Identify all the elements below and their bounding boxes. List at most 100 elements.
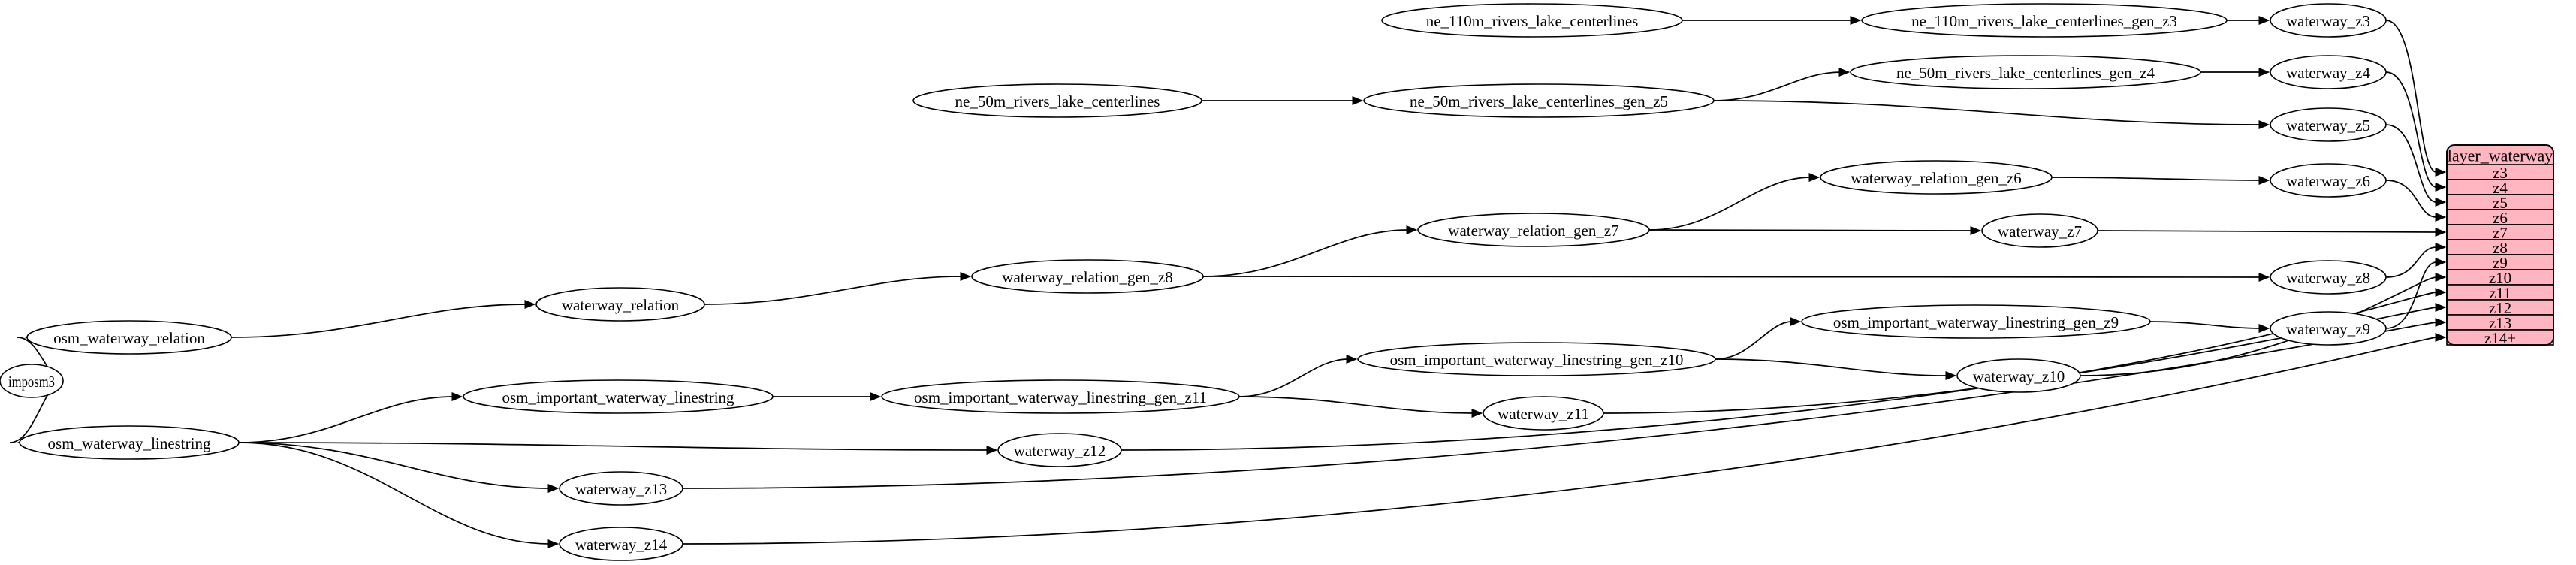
graph-node-waterway-relation-gen-z7[interactable]: waterway_relation_gen_z7 [1417,213,1650,247]
edge-path [238,442,550,489]
node-label: imposm3 [8,373,55,391]
node-label: waterway_z7 [1998,222,2082,240]
node-label: waterway_z8 [2286,269,2370,287]
graph-node-osm-important-waterway-linestring-gen-z11[interactable]: osm_important_waterway_linestring_gen_z1… [881,379,1240,414]
layer-table-cell: z3 [2493,164,2508,182]
graph-node-waterway-z7[interactable]: waterway_z7 [1981,213,2098,248]
edge-path [1238,358,1349,397]
graph-node-waterway-relation[interactable]: waterway_relation [535,287,705,322]
edge-arrowhead [2435,168,2447,177]
graph-node-waterway-z8[interactable]: waterway_z8 [2270,260,2387,295]
edge-path [238,442,550,545]
layer-table-cell: z14+ [2484,329,2516,347]
layer-table-row[interactable]: z4 [2446,179,2554,197]
graph-edge [238,442,560,493]
layer-waterway-table: layer_waterwayz3z4z5z6z7z8z9z10z11z12z13… [2446,144,2554,347]
edge-path [1713,71,1842,101]
graph-edge [1713,68,1851,101]
graph-node-waterway-relation-gen-z6[interactable]: waterway_relation_gen_z6 [1820,160,2053,195]
graph-edge [1713,100,2270,129]
edge-path [1121,307,2437,451]
node-label: waterway_z11 [1498,405,1589,423]
layer-table-cell: z4 [2493,179,2508,197]
graph-edge [2227,16,2270,25]
graph-node-ne-110m-rivers-lake-centerlines[interactable]: ne_110m_rivers_lake_centerlines [1381,3,1683,38]
graph-node-waterway-z4[interactable]: waterway_z4 [2270,55,2387,89]
graph-node-osm-waterway-relation[interactable]: osm_waterway_relation [26,320,232,355]
edge-arrowhead [2435,243,2447,252]
graph-edge [1202,273,2270,282]
graph-node-ne-110m-rivers-lake-centerlines-gen-z3[interactable]: ne_110m_rivers_lake_centerlines_gen_z3 [1861,3,2228,38]
graph-edge [1202,225,1418,277]
layer-table-row[interactable]: z8 [2446,239,2554,257]
graph-edge [1682,16,1862,25]
graph-node-waterway-z3[interactable]: waterway_z3 [2270,3,2387,38]
graph-node-ne-50m-rivers-lake-centerlines-gen-z4[interactable]: ne_50m_rivers_lake_centerlines_gen_z4 [1850,55,2201,89]
graph-node-osm-important-waterway-linestring[interactable]: osm_important_waterway_linestring [463,379,774,414]
graph-node-osm-waterway-linestring[interactable]: osm_waterway_linestring [19,425,240,460]
graph-edge [2385,243,2447,278]
edge-path [2385,246,2437,278]
edge-path [704,276,963,305]
layer-table-row[interactable]: z12 [2446,299,2554,317]
graph-node-waterway-z13[interactable]: waterway_z13 [559,471,683,506]
graph-node-waterway-z6[interactable]: waterway_z6 [2270,163,2387,198]
edge-arrowhead [2435,258,2447,267]
edge-path [1648,229,1973,231]
edge-arrowhead [1945,371,1957,380]
edge-path [1202,276,2261,278]
graph-edge [2385,258,2447,329]
node-label: waterway_relation_gen_z6 [1851,169,2021,187]
graph-edge [1715,358,1957,380]
edge-arrowhead [2435,318,2447,327]
graph-node-waterway-relation-gen-z8[interactable]: waterway_relation_gen_z8 [971,259,1204,294]
edge-arrowhead [2258,120,2270,129]
edge-arrowhead [1838,68,1851,77]
node-label: ne_110m_rivers_lake_centerlines_gen_z3 [1911,12,2177,30]
graph-node-waterway-z12[interactable]: waterway_z12 [997,433,1122,467]
edge-path [2385,71,2437,188]
edge-path [2385,20,2437,173]
graph-edge [1648,173,1820,231]
edge-arrowhead [1850,16,1862,25]
graph-edge [231,300,536,338]
edge-path [1715,358,1948,376]
edge-path [2149,321,2261,329]
layer-table-cell: z6 [2493,209,2508,227]
graph-edge [238,442,998,455]
edge-arrowhead [2435,333,2447,342]
graph-edge [2200,68,2270,77]
graph-node-waterway-z10[interactable]: waterway_z10 [1956,358,2081,393]
graph-node-ne-50m-rivers-lake-centerlines-gen-z5[interactable]: ne_50m_rivers_lake_centerlines_gen_z5 [1363,83,1715,118]
graph-edge [2097,228,2447,237]
graph-edge [2385,180,2447,222]
edge-arrowhead [547,539,560,548]
node-label: ne_110m_rivers_lake_centerlines [1426,12,1639,30]
edge-path [1202,229,1409,277]
edge-path [231,304,527,338]
node-label: osm_important_waterway_linestring [502,388,734,406]
graph-node-waterway-z14[interactable]: waterway_z14 [559,527,683,561]
graph-node-waterway-z9[interactable]: waterway_z9 [2270,311,2387,346]
graph-node-waterway-z5[interactable]: waterway_z5 [2270,107,2387,142]
edge-path [238,442,989,451]
edge-arrowhead [2258,324,2270,333]
edge-arrowhead [2435,228,2447,237]
graph-node-waterway-z11[interactable]: waterway_z11 [1483,396,1604,431]
edge-arrowhead [2258,16,2270,25]
edge-arrowhead [1406,225,1418,234]
graph-node-ne-50m-rivers-lake-centerlines[interactable]: ne_50m_rivers_lake_centerlines [912,83,1202,118]
graph-edge [1238,355,1358,397]
edge-arrowhead [1471,409,1483,418]
layer-table-cell: z9 [2493,254,2508,272]
edge-arrowhead [1352,96,1364,105]
edge-arrowhead [1808,173,1820,182]
node-label: waterway_z13 [575,480,667,498]
edge-path [1238,396,1474,414]
layer-table-title: layer_waterway [2448,147,2553,165]
graph-node-imposm3[interactable]: imposm3 [0,364,64,398]
node-label: waterway_z14 [575,536,668,554]
graph-node-osm-important-waterway-linestring-gen-z10[interactable]: osm_important_waterway_linestring_gen_z1… [1357,342,1716,376]
edge-arrowhead [2258,176,2270,185]
graph-node-osm-important-waterway-linestring-gen-z9[interactable]: osm_important_waterway_linestring_gen_z9 [1801,304,2151,339]
